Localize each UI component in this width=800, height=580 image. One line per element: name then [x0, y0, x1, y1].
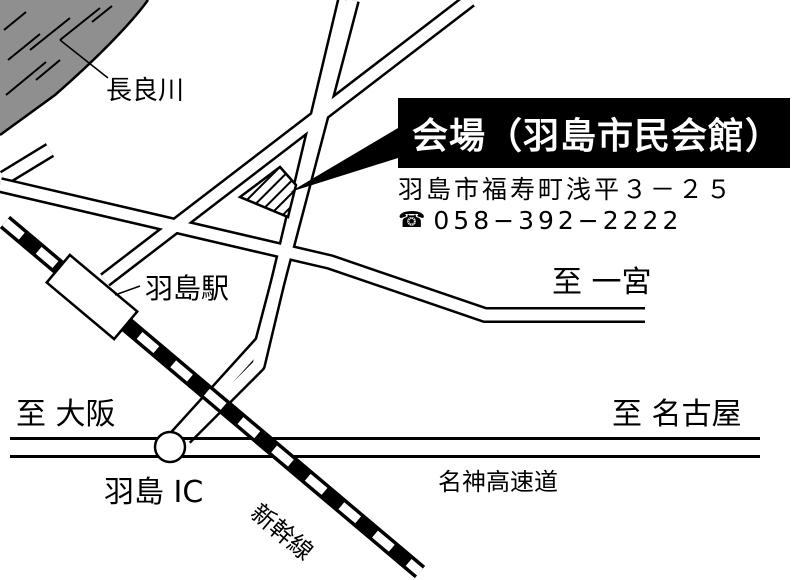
label-to-ichinomiya: 至 一宮: [552, 265, 652, 300]
venue-phone-number: 058−392−2222: [433, 206, 683, 235]
label-to-nagoya: 至 名古屋: [612, 397, 742, 432]
label-hashima-ic: 羽島 IC: [104, 475, 204, 510]
station-leader-line: [114, 285, 141, 296]
label-to-osaka: 至 大阪: [16, 397, 116, 432]
venue-address: 羽島市福寿町浅平３－２５: [398, 175, 735, 204]
label-hashima-station: 羽島駅: [145, 272, 230, 305]
telephone-icon: ☎: [398, 207, 430, 233]
nagara-river: [0, 0, 150, 137]
river-leader-line: [59, 39, 109, 79]
roads: [0, 0, 645, 444]
venue-callout-pointer: [290, 128, 398, 192]
hashima-ic-marker: [153, 430, 187, 464]
venue-phone: ☎ 058−392−2222: [398, 208, 682, 233]
label-meishin-expressway: 名神高速道: [438, 468, 558, 496]
hashima-station-building: [44, 253, 140, 341]
venue-title: 会場（羽島市民会館）: [398, 98, 790, 168]
venue-name: 会場（羽島市民会館）: [412, 116, 783, 157]
meishin-expressway: [10, 437, 760, 458]
label-nagara-river: 長良川: [106, 76, 185, 106]
venue-marker: [237, 165, 298, 219]
